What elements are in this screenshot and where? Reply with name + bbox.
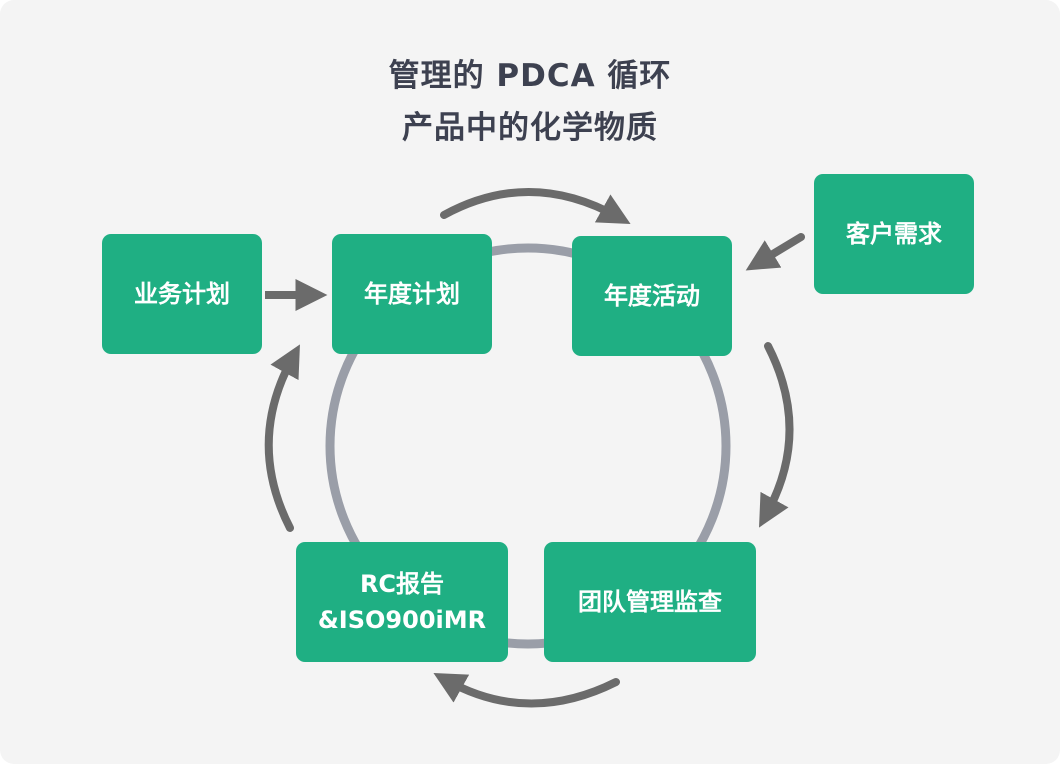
node-annual-plan: 年度计划: [332, 234, 492, 354]
node-team-audit: 团队管理监查: [544, 542, 756, 662]
node-annual-plan-label: 年度计划: [364, 280, 460, 308]
node-customer-needs-label: 客户需求: [846, 220, 942, 248]
node-rc-report-label-line2: &ISO900iMR: [317, 606, 487, 634]
arrow-top: [440, 188, 631, 225]
cycle-ring: [325, 243, 731, 649]
arrow-customer-to-activity: [745, 233, 805, 271]
node-annual-activity: 年度活动: [572, 236, 732, 356]
node-rc-report-label-line1: RC报告: [359, 570, 445, 598]
node-customer-needs: 客户需求: [814, 174, 974, 294]
arrow-right: [759, 342, 794, 528]
diagram-subtitle: 产品中的化学物质: [402, 110, 658, 146]
node-annual-activity-label: 年度活动: [604, 282, 700, 310]
node-business-plan: 业务计划: [102, 234, 262, 354]
node-rc-report: RC报告 &ISO900iMR: [296, 542, 508, 662]
node-team-audit-label: 团队管理监查: [578, 588, 722, 616]
arrow-left: [264, 344, 300, 532]
diagram-title: 管理的 PDCA 循环: [388, 58, 672, 94]
arrow-bottom: [433, 672, 620, 708]
node-business-plan-label: 业务计划: [134, 280, 230, 308]
